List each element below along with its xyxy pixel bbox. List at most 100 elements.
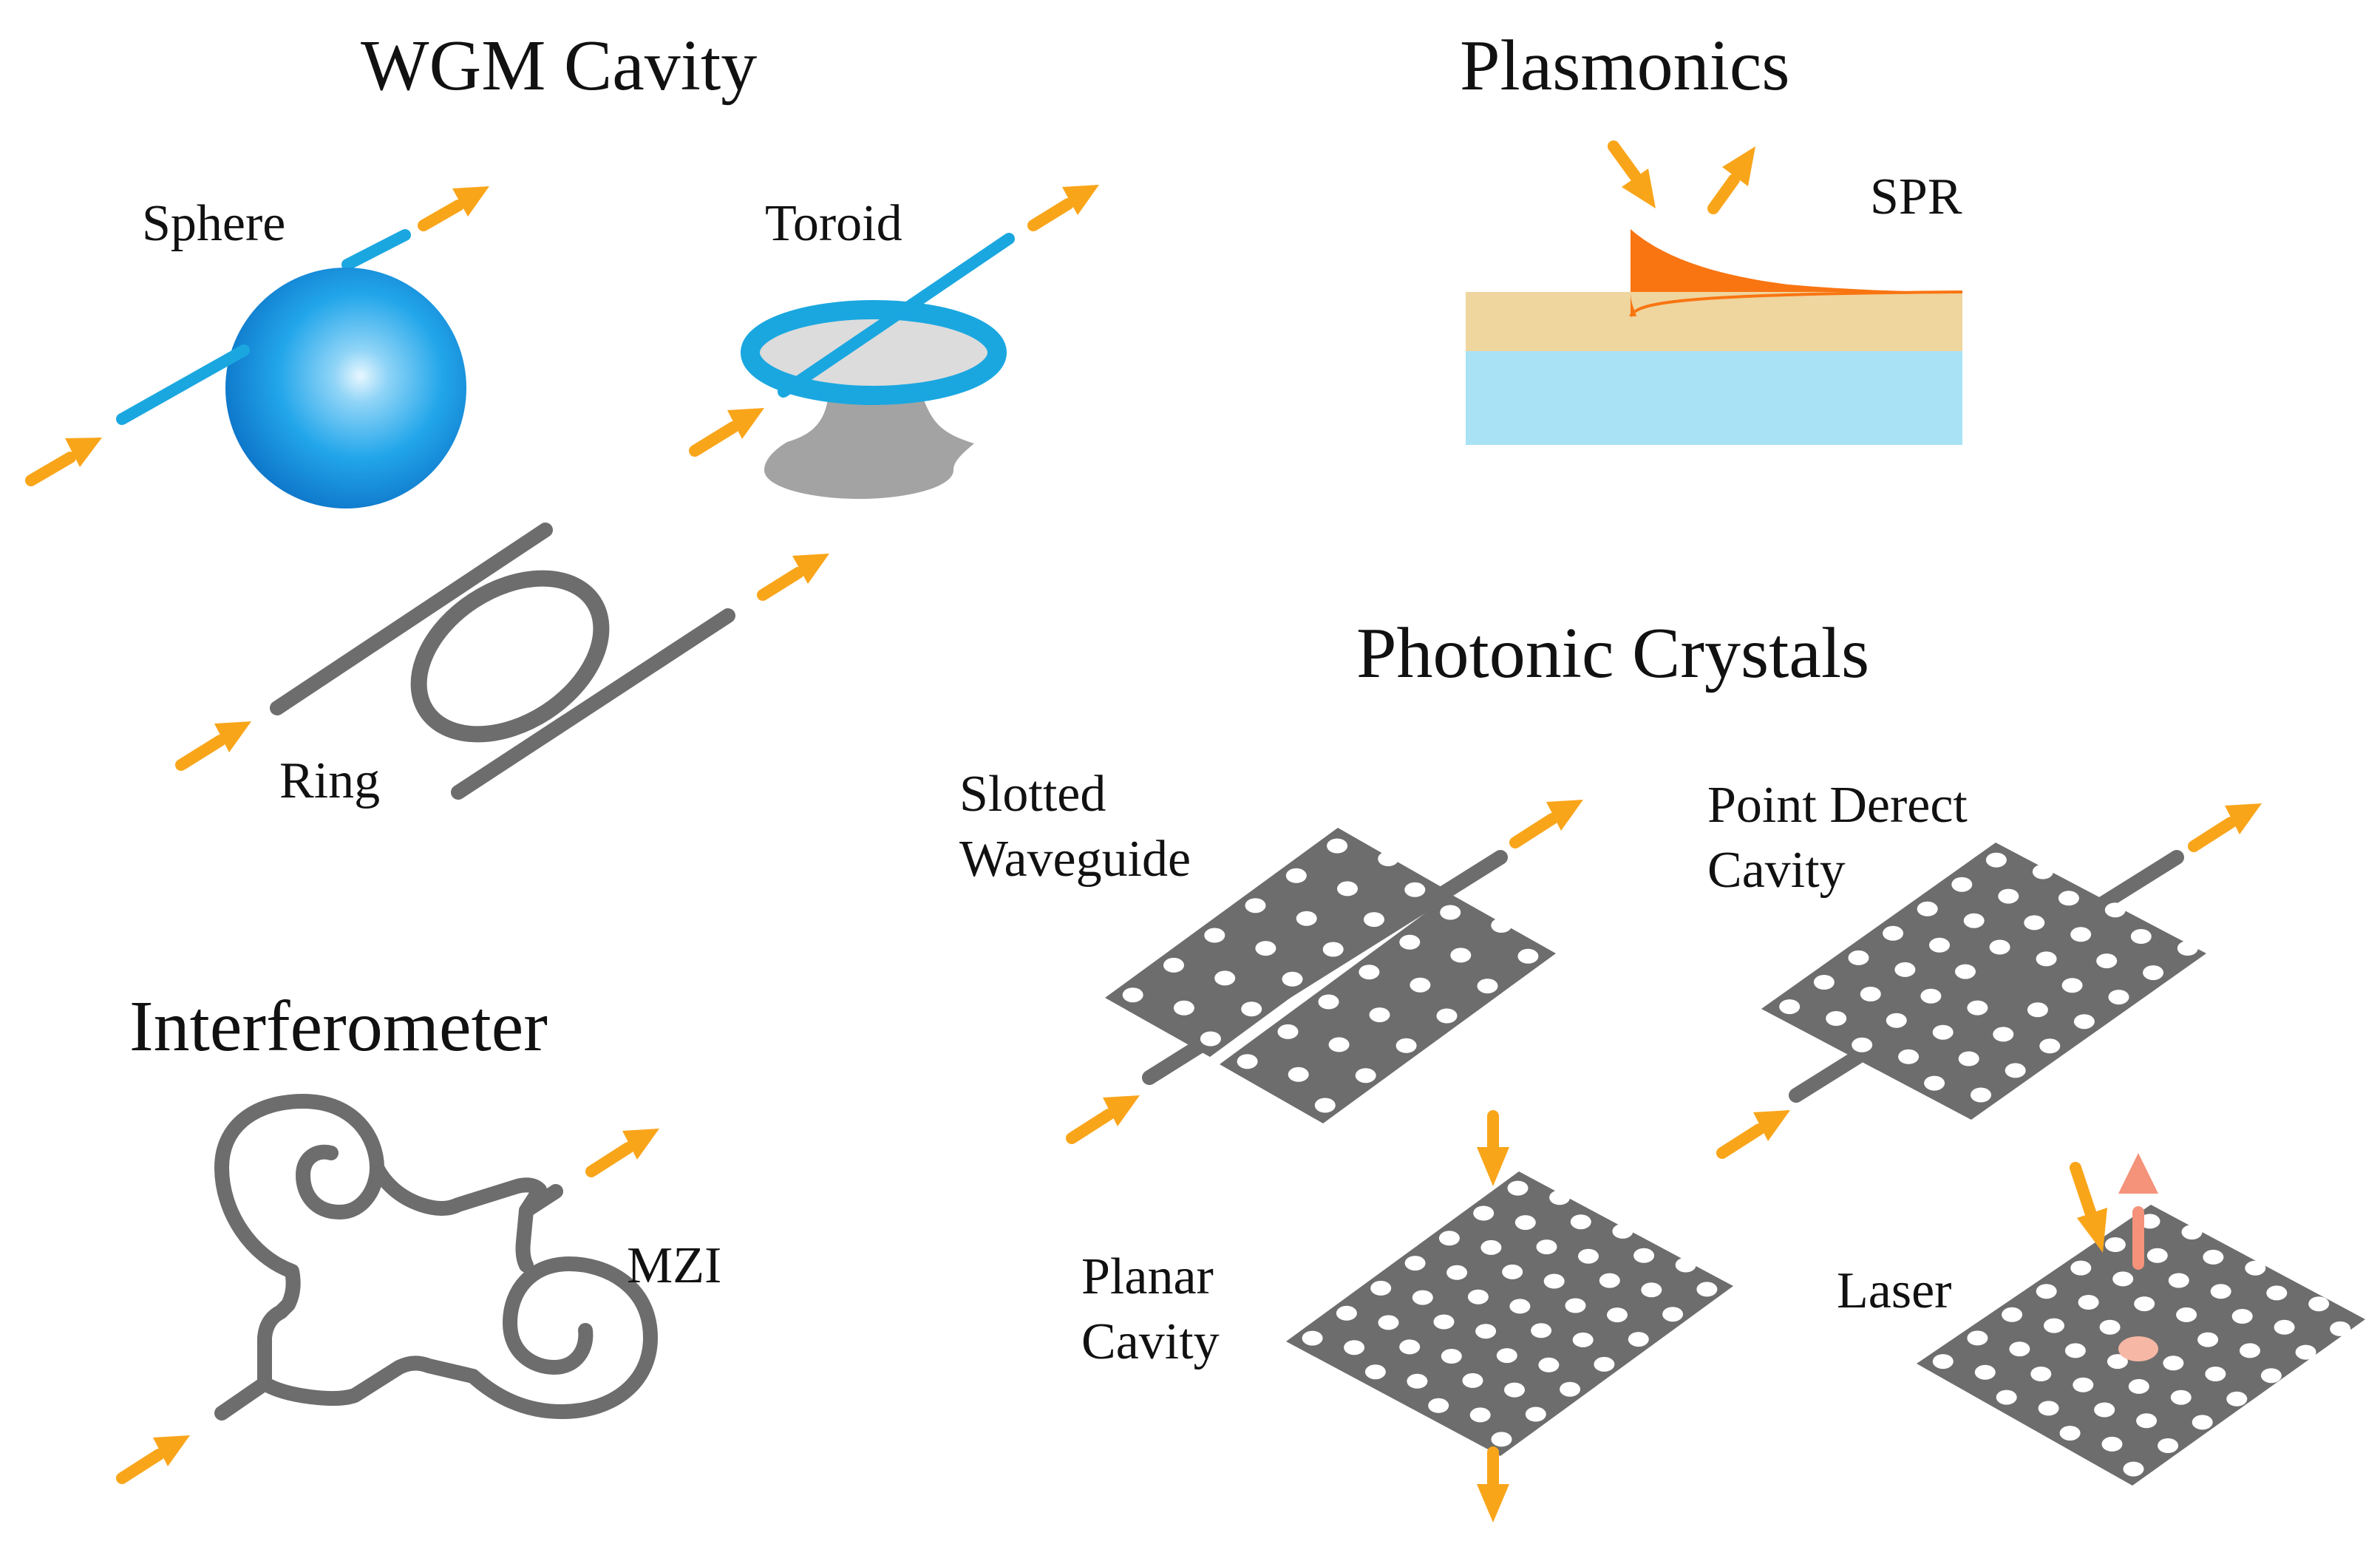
lattice-hole	[1989, 939, 2010, 955]
lattice-hole	[1826, 1011, 1847, 1026]
lattice-hole	[2130, 929, 2152, 944]
lattice-hole	[2205, 1367, 2226, 1381]
toroid-resonator	[689, 185, 1099, 499]
lattice-hole	[1200, 1031, 1221, 1047]
lattice-hole	[2170, 1389, 2192, 1405]
lattice-hole	[2163, 1355, 2184, 1371]
lattice-hole	[1322, 942, 1344, 957]
lattice-hole	[1578, 1248, 1599, 1264]
lattice-hole	[1241, 1001, 1262, 1017]
point-defect-holes	[1779, 852, 2198, 1103]
point-defect-label-line1: Point Derect	[1707, 777, 1968, 834]
lattice-hole	[1440, 905, 1461, 920]
mzi-output-guide	[519, 1184, 563, 1218]
ring-resonator	[175, 523, 829, 800]
lattice-hole	[1779, 999, 1801, 1015]
lattice-hole	[1525, 1406, 1546, 1422]
lattice-hole	[1612, 1223, 1633, 1239]
ring-input-arrow	[175, 721, 251, 771]
lattice-hole	[1327, 838, 1348, 854]
lattice-hole	[1318, 994, 1339, 1010]
mzi-input-arrow	[116, 1435, 190, 1484]
plasmonics-title: Plasmonics	[1460, 26, 1790, 106]
lattice-hole	[1496, 1348, 1517, 1364]
lattice-hole	[1543, 1273, 1565, 1289]
lattice-hole	[1894, 962, 1916, 977]
lattice-hole	[1364, 1364, 1386, 1380]
lattice-hole	[1364, 912, 1384, 928]
mzi-lower-arm	[257, 1203, 658, 1419]
lattice-hole	[1974, 1364, 1996, 1380]
lattice-hole	[1282, 971, 1303, 987]
lattice-hole	[2044, 1318, 2064, 1333]
mzi-input-guide	[214, 1376, 272, 1421]
sphere-waveguide-back	[341, 229, 411, 271]
point-defect-output-arrow	[2188, 803, 2262, 852]
lattice-hole	[2128, 1378, 2149, 1394]
lattice-hole	[1998, 888, 2019, 904]
lattice-hole	[1163, 957, 1184, 973]
laser-holes	[1932, 1214, 2351, 1477]
lattice-hole	[2240, 1343, 2260, 1358]
sphere-label: Sphere	[142, 195, 286, 252]
slotted-label-line1: Slotted	[959, 766, 1106, 823]
lattice-hole	[2176, 1307, 2197, 1322]
slotted-label-line2: Waveguide	[959, 831, 1191, 888]
ring-waveguide-top	[270, 523, 553, 715]
slotted-holes	[1122, 838, 1539, 1113]
lattice-hole	[1517, 948, 1539, 964]
lattice-hole	[1473, 1205, 1495, 1221]
lattice-hole	[1504, 1382, 1525, 1398]
planar-slab	[1286, 1171, 1733, 1456]
sphere-resonator	[25, 186, 489, 508]
lattice-hole	[1507, 1180, 1529, 1196]
lattice-hole	[1477, 979, 1498, 994]
lattice-hole	[2073, 1014, 2095, 1030]
ring-waveguide-bottom	[451, 608, 735, 800]
mzi-upper-arm	[214, 1094, 547, 1391]
point-defect-label-line2: Cavity	[1707, 842, 1846, 899]
lattice-hole	[2231, 1309, 2253, 1324]
lattice-hole	[1675, 1257, 1696, 1273]
lattice-hole	[1514, 1215, 1536, 1231]
sphere-output-arrow	[418, 186, 489, 231]
laser-defect-mode	[2118, 1336, 2158, 1361]
lattice-hole	[2073, 1377, 2094, 1392]
lattice-hole	[1963, 913, 1985, 928]
lattice-hole	[1848, 950, 1869, 965]
lattice-hole	[2203, 1249, 2224, 1265]
lattice-hole	[1412, 1290, 1433, 1305]
lattice-hole	[2036, 1284, 2057, 1299]
lattice-hole	[1469, 1407, 1491, 1423]
lattice-hole	[1359, 965, 1380, 980]
lattice-hole	[1399, 1339, 1421, 1355]
lattice-hole	[1662, 1307, 1684, 1322]
lattice-hole	[1277, 1024, 1299, 1039]
lattice-hole	[2005, 1063, 2026, 1078]
lattice-hole	[1958, 1051, 1979, 1067]
lattice-hole	[2061, 978, 2083, 993]
lattice-hole	[2096, 953, 2118, 969]
sphere-waveguide-front	[116, 344, 250, 425]
ring-loop	[410, 570, 610, 743]
lattice-hole	[1549, 1190, 1571, 1205]
lattice-hole	[2134, 1296, 2155, 1312]
lattice-hole	[2274, 1319, 2295, 1335]
planar-cavity-crystal	[1286, 1110, 1733, 1523]
spr-evanescent-field	[1631, 229, 1962, 316]
ring-output-arrow	[757, 554, 829, 601]
laser-crystal	[1917, 1153, 2365, 1486]
sphere-body	[225, 268, 466, 508]
point-defect-input-arrow	[1716, 1110, 1790, 1159]
lattice-hole	[1344, 1340, 1365, 1355]
lattice-hole	[1628, 1332, 1649, 1347]
lattice-hole	[1920, 988, 1942, 1004]
lattice-hole	[1378, 1315, 1399, 1330]
lattice-hole	[1285, 868, 1307, 883]
laser-emission-arrow	[2118, 1153, 2158, 1270]
planar-holes	[1302, 1180, 1718, 1447]
spr-structure	[1466, 140, 1963, 445]
spr-substrate	[1466, 351, 1962, 445]
